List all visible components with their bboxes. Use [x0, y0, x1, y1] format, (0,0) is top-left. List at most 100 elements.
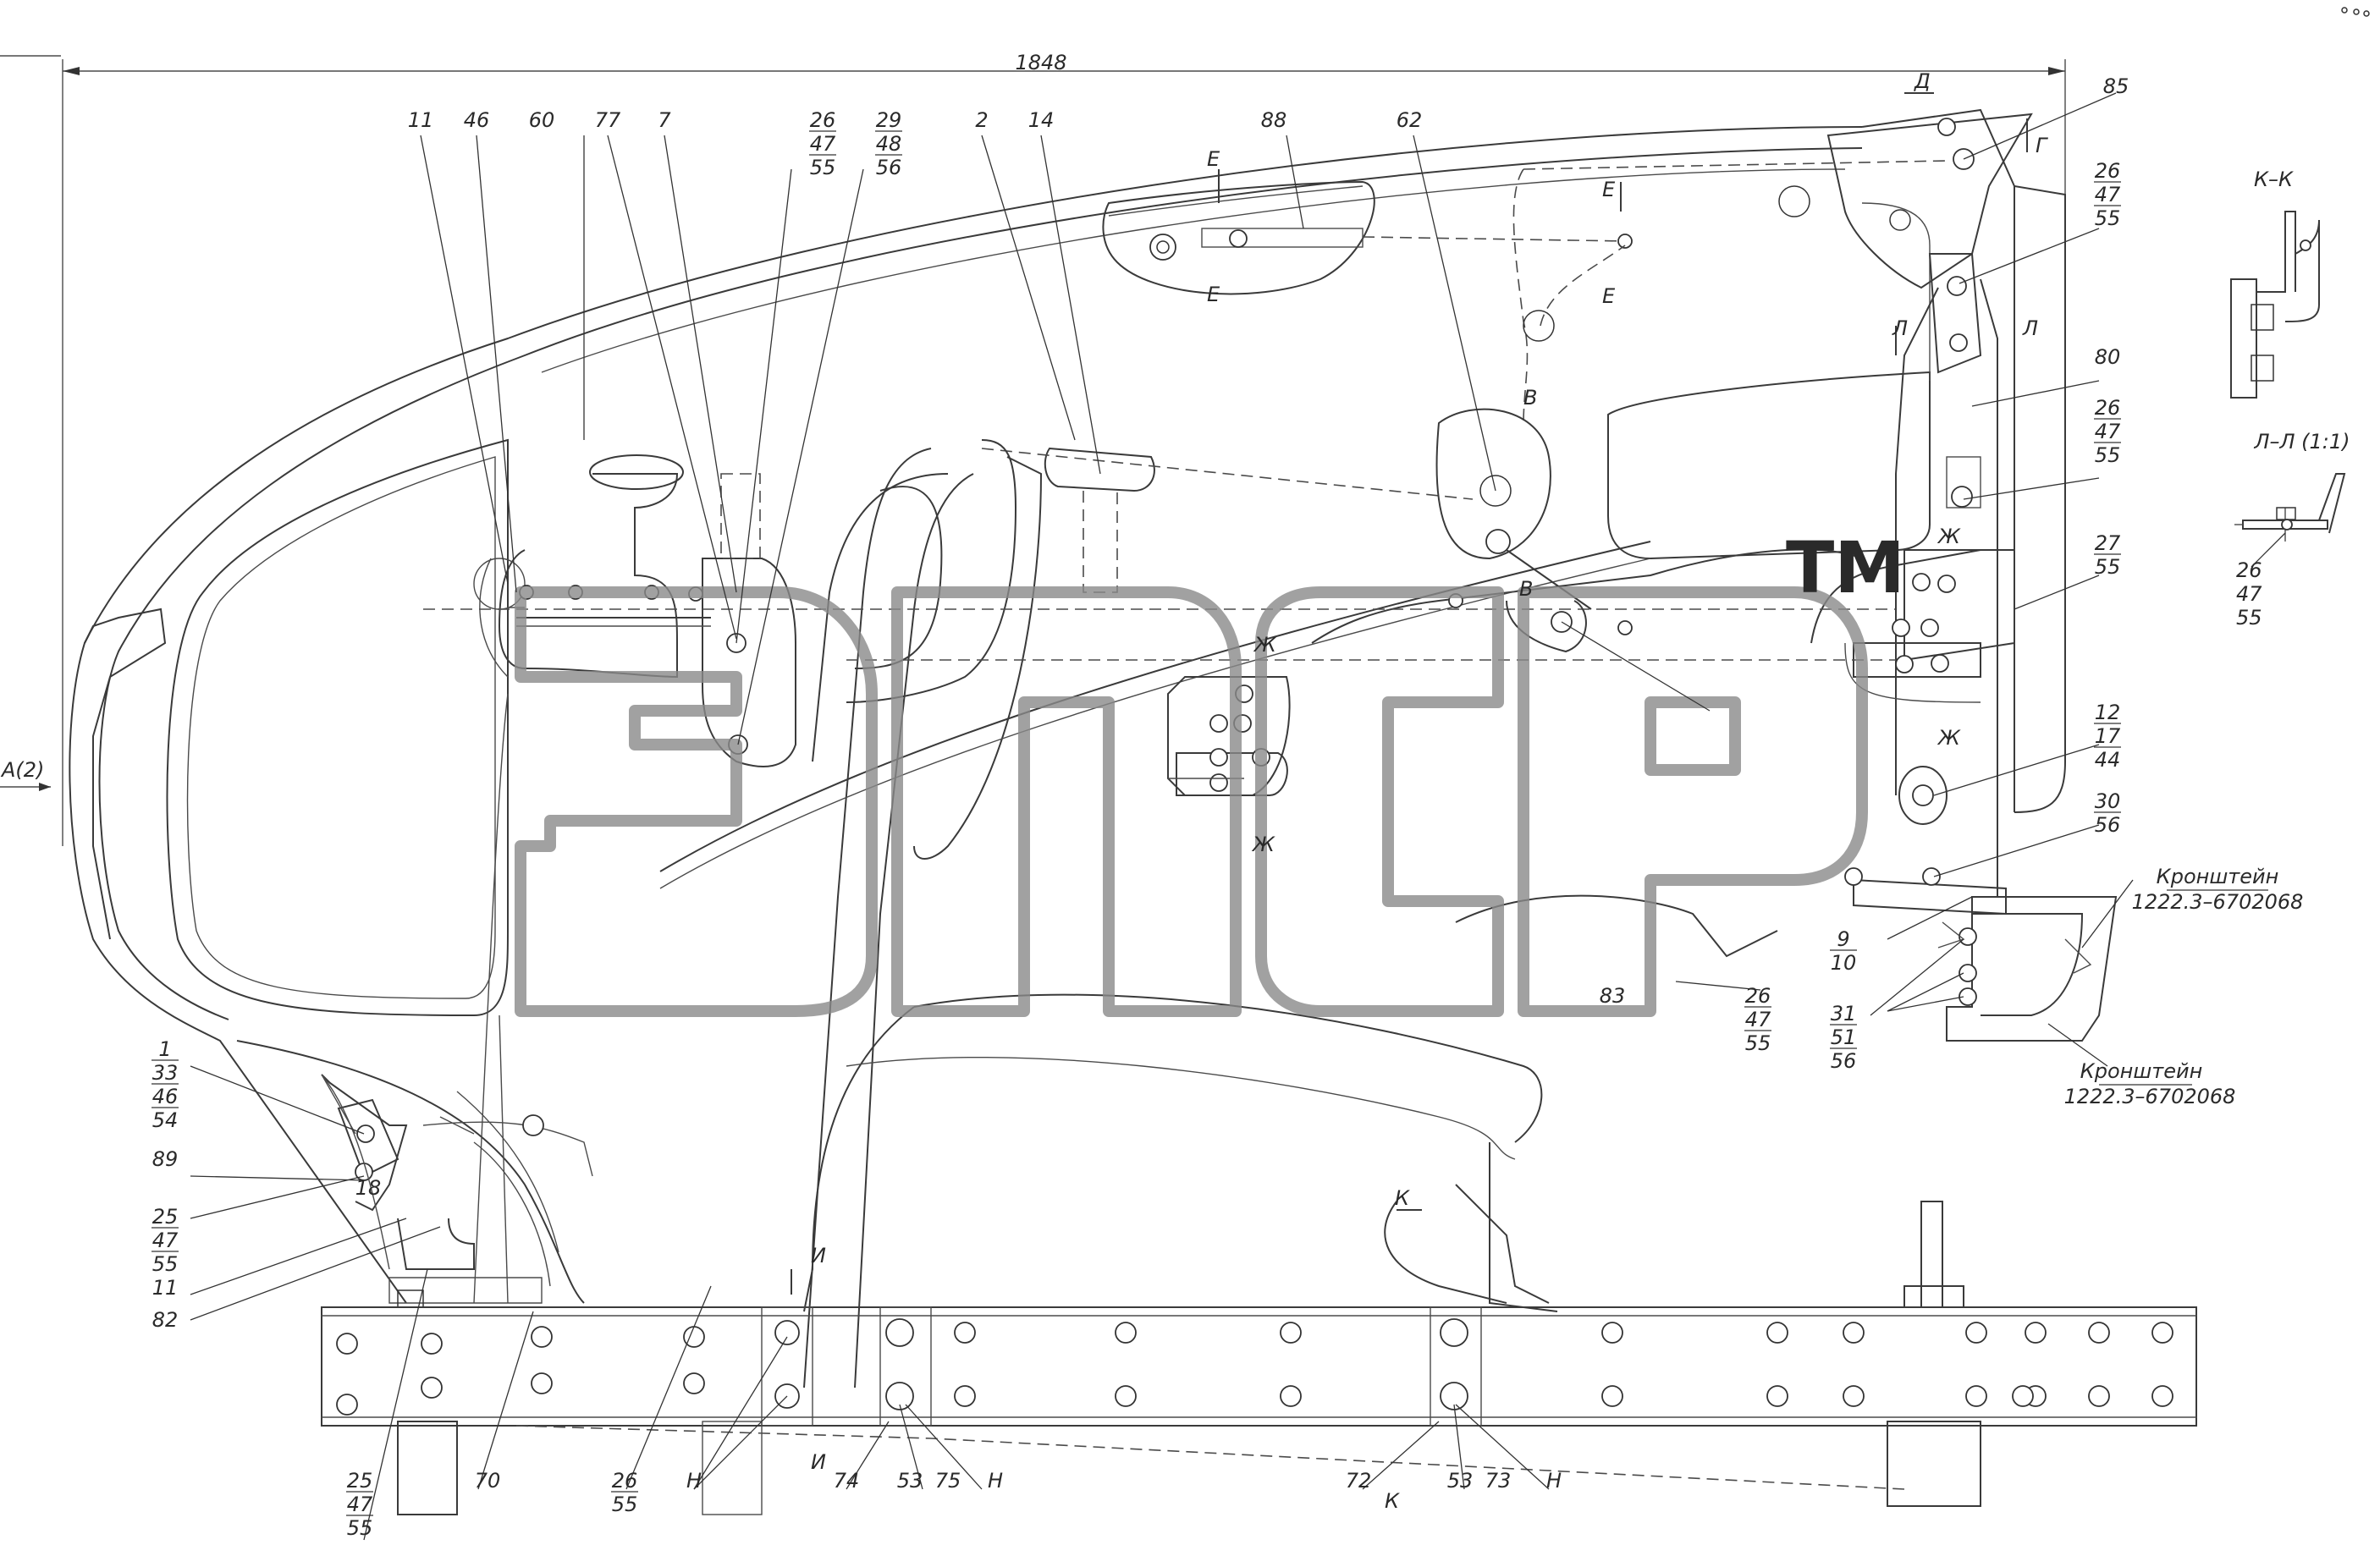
callout-number: 56: [2095, 813, 2121, 837]
section-ll-title: Л–Л (1:1): [2253, 430, 2350, 454]
section-kk-title: К–К: [2254, 168, 2294, 191]
cut-zh-label-2: Ж: [1251, 833, 1275, 856]
callout-number: 72: [1346, 1469, 1372, 1493]
callout-r83: 83: [1600, 984, 1626, 1008]
cut-k-label-2: К: [1385, 1489, 1400, 1513]
callout-number: 14: [1028, 108, 1055, 132]
callout-number: 88: [1261, 108, 1287, 132]
callout-c62: 62: [1397, 108, 1423, 132]
roof-spoiler: [1102, 180, 1633, 295]
callout-number: 47: [2095, 183, 2121, 206]
callout-number: Н: [1546, 1469, 1562, 1493]
callout-number: 44: [2095, 748, 2121, 772]
view-marker-a: А(2): [0, 758, 51, 791]
callout-c46: 46: [464, 108, 490, 132]
callout-number: 25: [347, 1469, 373, 1493]
callout-number: 89: [152, 1147, 179, 1171]
callout-number: 11: [408, 108, 434, 132]
cab-body: [69, 108, 2066, 1388]
section-ll-callout-3: 55: [2236, 606, 2262, 630]
callout-number: 85: [2103, 74, 2129, 98]
callout-b74: 74: [834, 1469, 860, 1493]
callout-number: 27: [2095, 531, 2121, 555]
watermark-tm: TM: [1786, 526, 1905, 609]
cut-l-label-2: Л: [2022, 316, 2038, 340]
callout-number: 54: [152, 1108, 179, 1132]
callout-number: 62: [1397, 108, 1423, 132]
callout-number: 51: [1831, 1025, 1857, 1049]
upper-right-mechanism: [1512, 113, 2033, 897]
callout-number: 55: [152, 1252, 179, 1276]
callout-b53b: 53: [1447, 1469, 1474, 1493]
callout-b70: 70: [475, 1469, 501, 1493]
callout-number: 29: [876, 108, 902, 132]
callout-r80: 80: [2095, 345, 2121, 369]
callout-number: 30: [2095, 789, 2121, 813]
callout-r9: 910: [1830, 927, 1857, 975]
callout-number: 18: [355, 1176, 382, 1200]
callout-c85: 85: [2103, 74, 2129, 98]
callout-number: 7: [658, 108, 671, 132]
section-kk-view: К–К: [2230, 168, 2320, 399]
cut-zh-label-1: Ж: [1253, 633, 1277, 657]
callout-number: 33: [152, 1061, 179, 1085]
left-lock-mechanism: [321, 1074, 544, 1308]
callout-number: 47: [347, 1493, 373, 1516]
callout-number: 46: [464, 108, 490, 132]
callout-number: 55: [2095, 206, 2121, 230]
callout-number: 26: [810, 108, 836, 132]
callout-l11: 11: [152, 1276, 179, 1300]
cut-v-label-2: В: [1519, 577, 1533, 601]
callout-number: 46: [152, 1085, 179, 1108]
callout-number: Н: [988, 1469, 1003, 1493]
callout-number: 48: [876, 132, 902, 156]
callout-number: 17: [2095, 724, 2121, 748]
section-ll-callout: 26 47 55: [2236, 532, 2286, 630]
callout-number: 26: [2095, 396, 2121, 420]
view-marker-label: А(2): [0, 758, 44, 782]
callout-c7: 7: [658, 108, 671, 132]
callout-c60: 60: [529, 108, 555, 132]
suspension-lever: [1435, 408, 1633, 653]
lower-right-bracket: [1844, 867, 2118, 1042]
callout-b73: 73: [1485, 1469, 1512, 1493]
watermark-logo: TM: [515, 526, 1905, 1017]
callout-c77: 77: [595, 108, 621, 132]
cut-i-label-1: И: [811, 1244, 826, 1267]
callout-number: 53: [897, 1469, 923, 1493]
overall-dimension-value: 1848: [1015, 51, 1066, 74]
bracket-number-lower: 1222.3–6702068: [2064, 1085, 2236, 1108]
callout-number: 83: [1600, 984, 1626, 1008]
callout-number: 74: [834, 1469, 860, 1493]
cut-e-label-1: Е: [1207, 147, 1220, 171]
callout-c14: 14: [1028, 108, 1055, 132]
callout-b53a: 53: [897, 1469, 923, 1493]
callout-number: 1: [158, 1037, 171, 1061]
cut-zh-label-4: Ж: [1937, 726, 1961, 750]
callout-number: 55: [2095, 555, 2121, 579]
frame-holes: [336, 1318, 2173, 1416]
cut-l-label-1: Л: [1892, 316, 1908, 340]
callout-number: Н: [686, 1469, 702, 1493]
callout-number: 75: [935, 1469, 961, 1493]
callout-number: 25: [152, 1205, 179, 1229]
bracket-note-lower: Кронштейн 1222.3–6702068: [2064, 1059, 2236, 1108]
cut-g-label: Г: [2036, 134, 2048, 157]
middle-latch: [1167, 676, 1291, 796]
cut-i-label-2: И: [811, 1450, 826, 1474]
callout-number: 47: [1745, 1008, 1771, 1031]
callout-number: 11: [152, 1276, 179, 1300]
cut-zh-label-3: Ж: [1937, 525, 1961, 548]
leader-lines: [190, 92, 2134, 1541]
